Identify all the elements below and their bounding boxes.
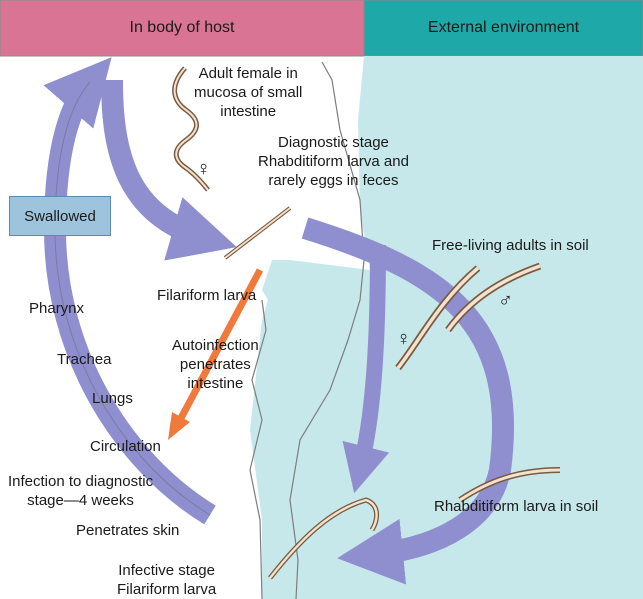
label-infective-stage: Infective stage Filariform larva xyxy=(117,561,216,599)
header-external-environment: External environment xyxy=(364,0,643,56)
swallowed-arrow xyxy=(112,80,205,238)
label-filariform-larva: Filariform larva xyxy=(157,286,256,305)
label-adult-female: Adult female in mucosa of small intestin… xyxy=(194,64,302,121)
male-symbol-soil: ♂ xyxy=(498,290,513,313)
label-diagnostic-stage: Diagnostic stage Rhabditiform larva and … xyxy=(258,133,409,190)
label-infection-time: Infection to diagnostic stage—4 weeks xyxy=(8,472,153,510)
swallowed-box: Swallowed xyxy=(9,196,111,236)
autoinfection-arrowhead xyxy=(168,412,190,440)
rhabditiform-larva-in-gut-inner xyxy=(225,208,290,258)
label-free-living-adults: Free-living adults in soil xyxy=(432,236,589,255)
label-autoinfection: Autoinfection penetrates intestine xyxy=(172,336,259,393)
header-in-body-of-host: In body of host xyxy=(0,0,364,56)
female-symbol-adult: ♀ xyxy=(196,158,211,181)
label-circulation: Circulation xyxy=(90,437,161,456)
label-penetrates-skin: Penetrates skin xyxy=(76,521,179,540)
female-symbol-soil: ♀ xyxy=(396,328,411,351)
label-rhabditiform-larva-in-soil: Rhabditiform larva in soil xyxy=(434,497,598,516)
label-lungs: Lungs xyxy=(92,389,133,408)
label-trachea: Trachea xyxy=(57,350,111,369)
label-pharynx: Pharynx xyxy=(29,299,84,318)
